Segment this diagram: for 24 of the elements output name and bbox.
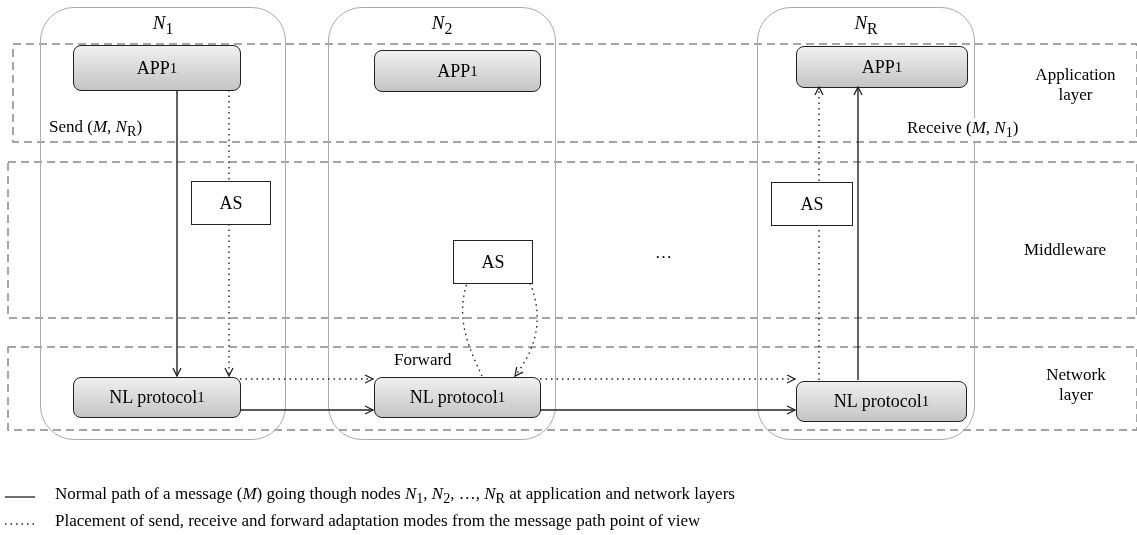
ellipsis: … — [655, 243, 672, 264]
arrow — [539, 405, 796, 415]
legend-text: Normal path of a message (M) going though nodes N$_{1}$, N$_{2}$, …, N$_{R}$ at application and network layers — [55, 484, 735, 508]
adaptation-box: AS — [771, 182, 853, 226]
dotted-arrow — [814, 86, 824, 182]
dotted-arrow — [239, 374, 374, 384]
layer-label: Middleware — [1024, 240, 1104, 261]
layer-label: Network layer — [1045, 365, 1107, 406]
node-container — [40, 7, 286, 440]
adaptation-box: AS — [191, 181, 271, 225]
arrow — [239, 405, 374, 415]
edge-label: Receive (M, N$_{1}$) — [905, 118, 1021, 142]
node-title: N$_{R}$ — [854, 12, 878, 38]
node-container — [328, 7, 556, 440]
adaptation-box: AS — [453, 240, 533, 284]
layer-label: Application layer — [1034, 65, 1117, 106]
dotted-arrow — [539, 374, 796, 384]
dotted-arrow — [224, 223, 234, 377]
arrow — [172, 89, 182, 377]
node-title: N$_{2}$ — [431, 12, 453, 38]
dotted-arrow — [514, 282, 538, 377]
node-title: N$_{1}$ — [152, 12, 174, 38]
arrow — [853, 86, 863, 381]
legend-text: Placement of send, receive and forward adaptation modes from the message path point of view — [55, 511, 701, 532]
